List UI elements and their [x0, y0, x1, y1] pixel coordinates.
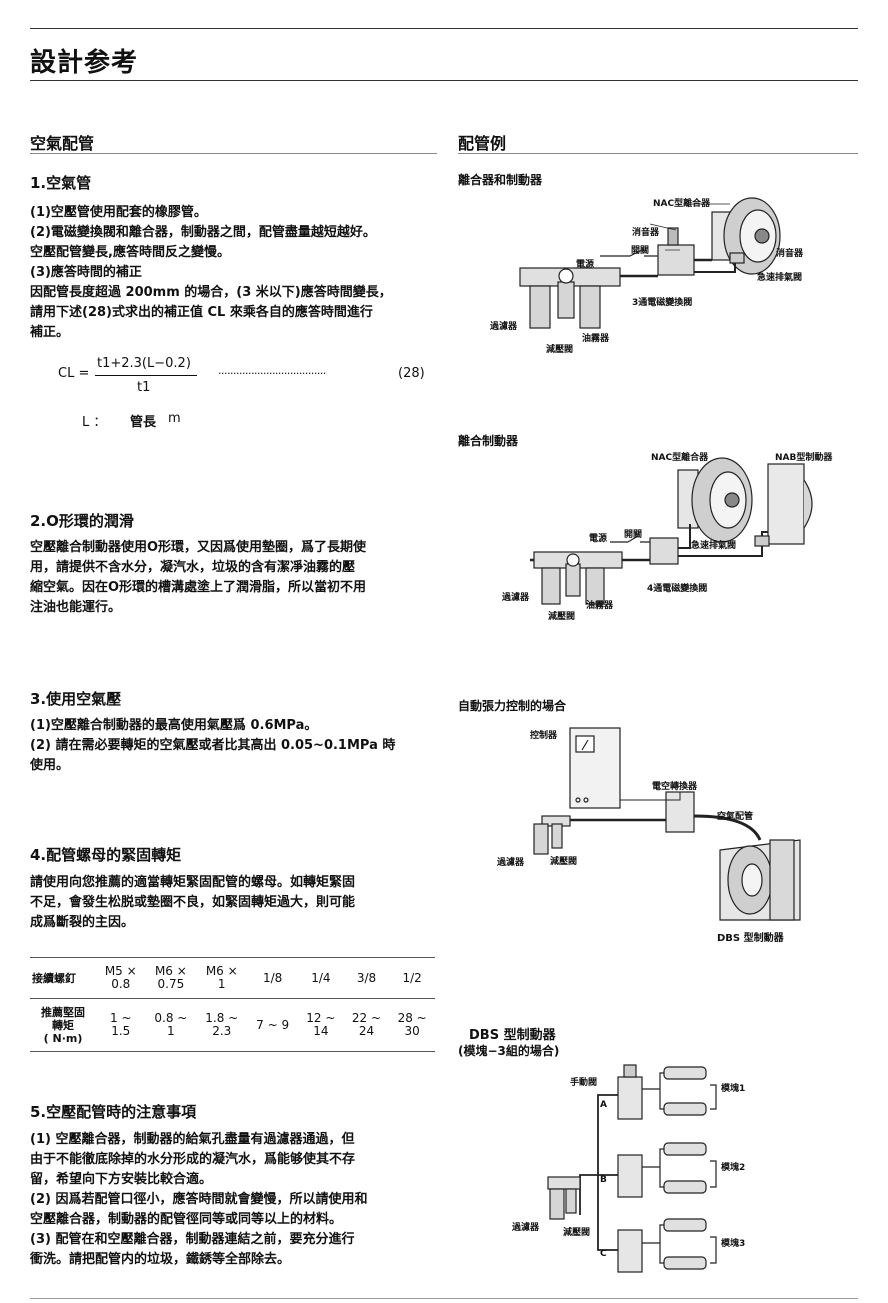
label-power-2: 電源 [589, 534, 608, 544]
diagram-clutch-brake-unit [530, 457, 813, 605]
label-ep-converter: 電空轉換器 [652, 782, 698, 792]
diagram-dbs-modules [547, 1064, 717, 1273]
formula-ref: (28) [398, 366, 425, 381]
diagram-tension-control [533, 727, 801, 921]
table-cell: 28 ~ 30 [389, 998, 435, 1052]
table-cell: 3/8 [343, 957, 390, 999]
diagram-clutch-and-brake [519, 197, 781, 329]
page-title: 設計参考 [30, 48, 139, 78]
table-row-header: 推薦堅固 轉矩 ( N·m) [30, 998, 97, 1052]
label-controller: 控制器 [530, 731, 558, 741]
label-port-a: A [600, 1100, 607, 1110]
para-air-pressure: (1)空壓離合制動器的最高使用氣壓爲 0.6MPa。 (2) 請在需必要轉矩的空… [30, 718, 396, 773]
label-nab-brake: NAB型制動器 [775, 453, 833, 463]
table-cell: M6 × 1 [196, 957, 248, 999]
section-heading-air-piping: 空氣配管 [30, 134, 95, 153]
label-exhaust-valve: 急速排氣閥 [757, 273, 803, 283]
title-rule [30, 80, 858, 81]
label-manual-valve: 手動閥 [570, 1078, 598, 1088]
table-cell: 22 ~ 24 [343, 998, 390, 1052]
diagram-title-dbs: DBS 型制動器 [469, 1028, 556, 1043]
table-cell: 1/4 [298, 957, 344, 999]
label-4way-valve: 4通電磁變換閥 [647, 584, 708, 594]
item-title-nut-torque: 4.配管螺母的緊固轉矩 [30, 846, 182, 864]
label-nac-clutch-2: NAC型離合器 [651, 453, 709, 463]
label-module-3: 模塊3 [721, 1239, 746, 1249]
table-row-header: 接續螺釘 [30, 957, 97, 999]
label-muffler: 消音器 [632, 228, 660, 238]
label-muffler-2: 消音器 [776, 249, 804, 259]
label-filter-3: 過濾器 [497, 858, 525, 868]
diagram-title-clutch-brake: 離合器和制動器 [458, 173, 543, 187]
label-filter-4: 過濾器 [512, 1223, 540, 1233]
label-regulator-3: 減壓閥 [550, 857, 578, 867]
label-dbs-brake: DBS 型制動器 [717, 933, 784, 944]
bottom-rule [30, 1298, 858, 1299]
label-lubricator-2: 油霧器 [586, 601, 614, 611]
para-nut-torque: 請使用向您推薦的適當轉矩緊固配管的螺母。如轉矩緊固 不足，會發生松脱或墊圈不良，… [30, 875, 356, 930]
label-regulator: 減壓閥 [546, 345, 574, 355]
section-rule-right [458, 153, 858, 154]
top-rule [30, 28, 858, 29]
label-filter: 過濾器 [490, 322, 518, 332]
para-oring: 空壓離合制動器使用O形環，又因爲使用墊圈，爲了長期使 用，請提供不含水分，凝汽水… [30, 540, 367, 615]
label-air-pipe: 空氣配管 [717, 812, 754, 822]
label-port-b: B [600, 1175, 607, 1185]
para-air-pipe: (1)空壓管使用配套的橡膠管。 (2)電磁變換閥和離合器，制動器之間，配管盡量越… [30, 205, 392, 340]
legend-unit: m [168, 411, 181, 426]
label-switch-2: 開關 [624, 530, 643, 540]
diagram-title-clutch-brake-unit: 離合制動器 [458, 434, 519, 448]
para-piping-notes: (1) 空壓離合器，制動器的給氣孔盡量有過濾器通過，但 由于不能徹底除掉的水分形… [30, 1132, 368, 1267]
label-lubricator: 油霧器 [582, 334, 610, 344]
label-module-1: 模塊1 [721, 1084, 746, 1094]
table-row: 接續螺釘 M5 × 0.8 M6 × 0.75 M6 × 1 1/8 1/4 3… [30, 957, 435, 999]
formula-dots: .................................... [218, 364, 326, 377]
label-regulator-4: 減壓閥 [563, 1228, 591, 1238]
table-cell: 12 ~ 14 [298, 998, 344, 1052]
label-regulator-2: 減壓閥 [548, 612, 576, 622]
table-cell: 1.8 ~ 2.3 [196, 998, 248, 1052]
label-port-c: C [600, 1249, 607, 1259]
section-rule-left [30, 153, 437, 154]
item-title-air-pressure: 3.使用空氣壓 [30, 690, 122, 708]
torque-table: 接續螺釘 M5 × 0.8 M6 × 0.75 M6 × 1 1/8 1/4 3… [30, 957, 435, 1052]
label-module-2: 模塊2 [721, 1163, 746, 1173]
table-cell: M5 × 0.8 [96, 957, 146, 999]
label-switch: 開關 [631, 246, 650, 256]
section-heading-piping-examples: 配管例 [458, 134, 507, 153]
label-filter-2: 過濾器 [502, 593, 530, 603]
diagram-subtitle-dbs: (模塊−3組的場合) [458, 1044, 560, 1058]
table-cell: 1 ~ 1.5 [96, 998, 146, 1052]
table-cell: 7 ~ 9 [247, 998, 299, 1052]
legend-symbol: L ： [82, 415, 107, 430]
label-nac-clutch: NAC型離合器 [653, 199, 711, 209]
item-title-piping-notes: 5.空壓配管時的注意事項 [30, 1103, 197, 1121]
label-exhaust-valve-2: 急速排氣閥 [691, 541, 737, 551]
table-cell: 0.8 ~ 1 [145, 998, 197, 1052]
label-3way-valve: 3通電磁變換閥 [632, 298, 693, 308]
formula-denominator: t1 [137, 380, 151, 395]
label-power: 電源 [576, 260, 595, 270]
formula-lhs: CL = [58, 366, 90, 381]
formula-numerator: t1+2.3(L−0.2) [97, 356, 191, 371]
table-cell: M6 × 0.75 [145, 957, 197, 999]
table-cell: 1/8 [247, 957, 299, 999]
table-cell: 1/2 [389, 957, 435, 999]
table-row: 推薦堅固 轉矩 ( N·m) 1 ~ 1.5 0.8 ~ 1 1.8 ~ 2.3… [30, 998, 435, 1052]
item-title-air-pipe: 1.空氣管 [30, 174, 92, 192]
diagram-title-tension-control: 自動張力控制的場合 [458, 699, 567, 713]
item-title-oring: 2.O形環的潤滑 [30, 512, 134, 530]
legend-desc: 管長 [130, 415, 157, 430]
fraction-bar [95, 375, 197, 376]
